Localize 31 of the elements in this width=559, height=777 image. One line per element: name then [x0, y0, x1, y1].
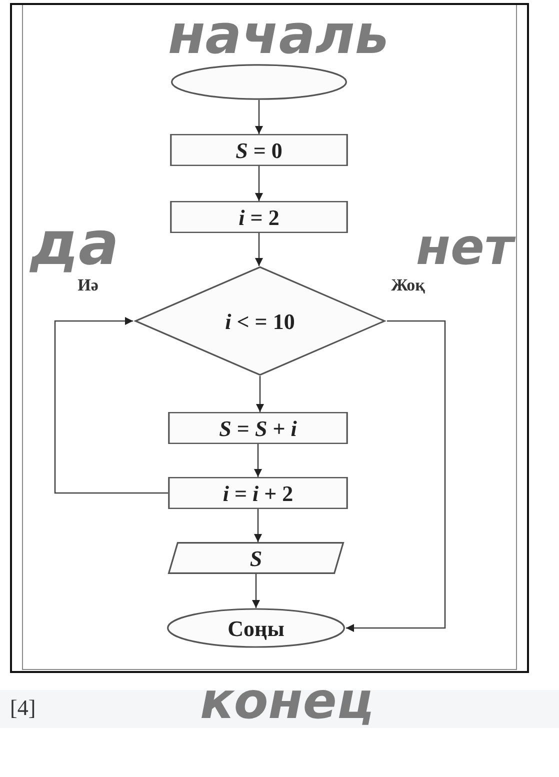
node-text: S = S + i	[219, 414, 297, 442]
process-box	[170, 201, 348, 233]
node-text: i = 2	[238, 204, 280, 232]
arrow	[252, 574, 260, 608]
arrow	[255, 166, 263, 201]
terminal-oval	[170, 64, 348, 100]
output-parallelogram	[167, 542, 345, 574]
decision-diamond	[133, 266, 387, 376]
terminal-oval	[166, 608, 346, 648]
edge-label: Жоқ	[390, 276, 426, 294]
arrow	[254, 444, 262, 477]
node-text: S = 0	[236, 136, 282, 164]
arrow	[254, 509, 262, 542]
arrow	[255, 100, 263, 134]
handwritten-note: нет	[416, 222, 514, 272]
process-box	[170, 134, 348, 166]
node-text: i = i + 2	[222, 480, 294, 508]
process-box	[168, 412, 348, 444]
node-text: S	[250, 544, 262, 572]
handwritten-note: конец	[200, 676, 374, 726]
arrow	[54, 317, 168, 494]
process-box	[168, 477, 348, 509]
arrow	[256, 376, 264, 412]
node-text: i < = 10	[225, 308, 295, 336]
arrow	[255, 233, 263, 266]
handwritten-note: да	[30, 214, 119, 274]
handwritten-note: началь	[168, 8, 389, 62]
node-text: Соңы	[228, 614, 284, 642]
edge-label: Иә	[76, 276, 100, 294]
arrow	[346, 320, 446, 632]
question-marks: [4]	[10, 697, 36, 719]
